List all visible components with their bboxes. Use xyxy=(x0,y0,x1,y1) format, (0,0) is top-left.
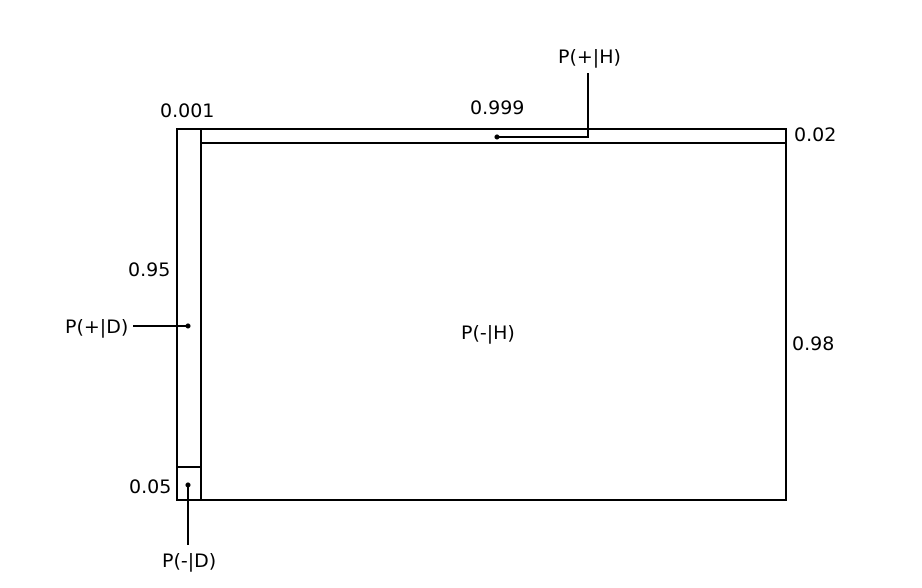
sensitivity-label: 0.95 xyxy=(128,259,170,281)
prior-healthy-label: 0.999 xyxy=(470,97,524,119)
healthy-column xyxy=(200,128,787,501)
p-pos-given-d-marker xyxy=(185,323,191,329)
true-negative-rate-label: 0.98 xyxy=(792,333,834,355)
p-pos-given-h-leader xyxy=(497,73,589,138)
p-pos-given-d-label: P(+|D) xyxy=(65,316,128,338)
p-neg-given-d-marker xyxy=(185,482,191,488)
false-negative-rate-label: 0.05 xyxy=(129,476,171,498)
disease-column xyxy=(176,128,202,501)
false-positive-rate-label: 0.02 xyxy=(794,124,836,146)
p-neg-given-h-label: P(-|H) xyxy=(461,322,515,344)
p-pos-given-h-label: P(+|H) xyxy=(558,46,621,68)
p-neg-given-d-label: P(-|D) xyxy=(162,550,216,572)
p-pos-given-h-marker xyxy=(494,134,500,140)
prior-disease-label: 0.001 xyxy=(160,100,214,122)
